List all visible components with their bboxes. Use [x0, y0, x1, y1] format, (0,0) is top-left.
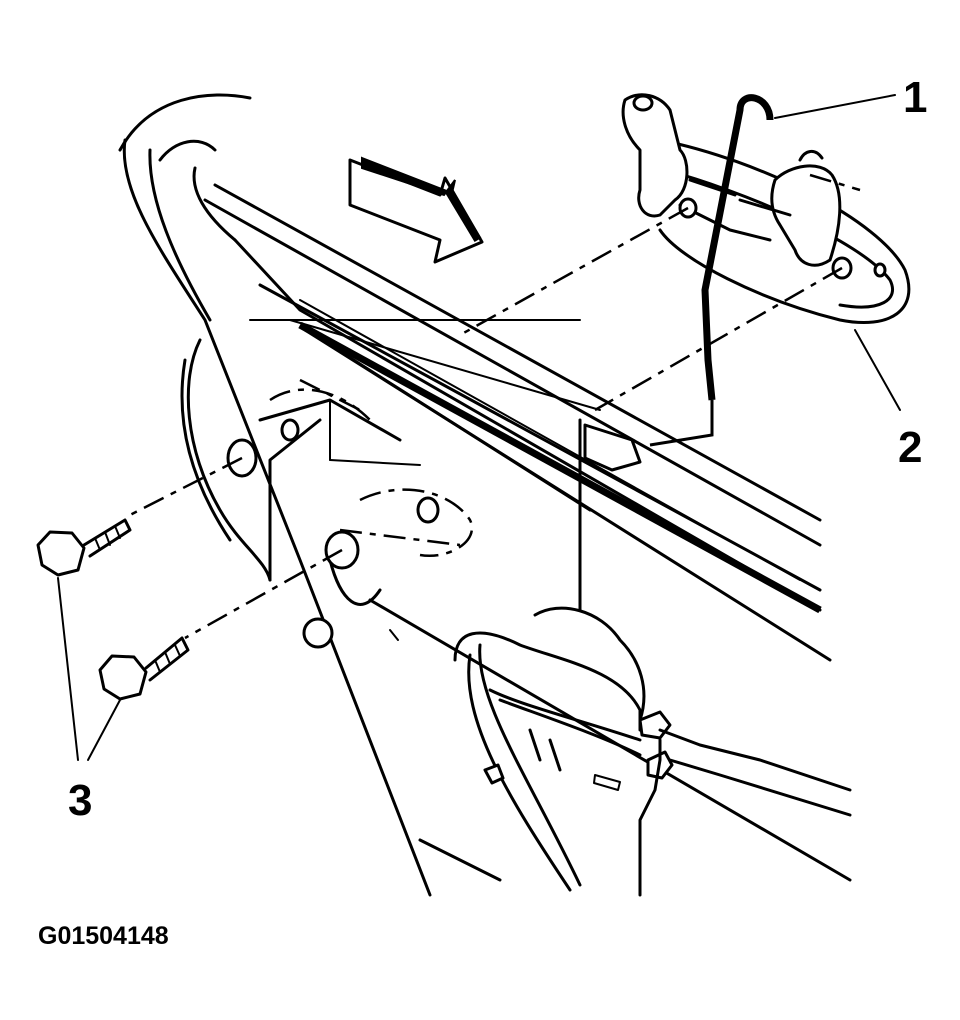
door-handle-assembly — [621, 93, 911, 325]
weatherstrip — [298, 321, 822, 614]
callout-1: 1 — [903, 73, 927, 122]
door-frame — [118, 93, 832, 897]
latch-mechanism — [453, 606, 852, 897]
figure-code: G01504148 — [38, 922, 169, 950]
callout-2: 2 — [898, 423, 922, 472]
alignment-lines — [129, 173, 861, 640]
bolt-lower — [98, 636, 190, 701]
bolt-upper — [36, 518, 132, 577]
mounting-holes — [226, 418, 440, 570]
hidden-lines — [269, 378, 474, 558]
direction-arrow — [348, 156, 484, 264]
handle-rod — [583, 94, 774, 472]
leader-lines — [57, 94, 901, 761]
callout-3: 3 — [68, 776, 92, 825]
